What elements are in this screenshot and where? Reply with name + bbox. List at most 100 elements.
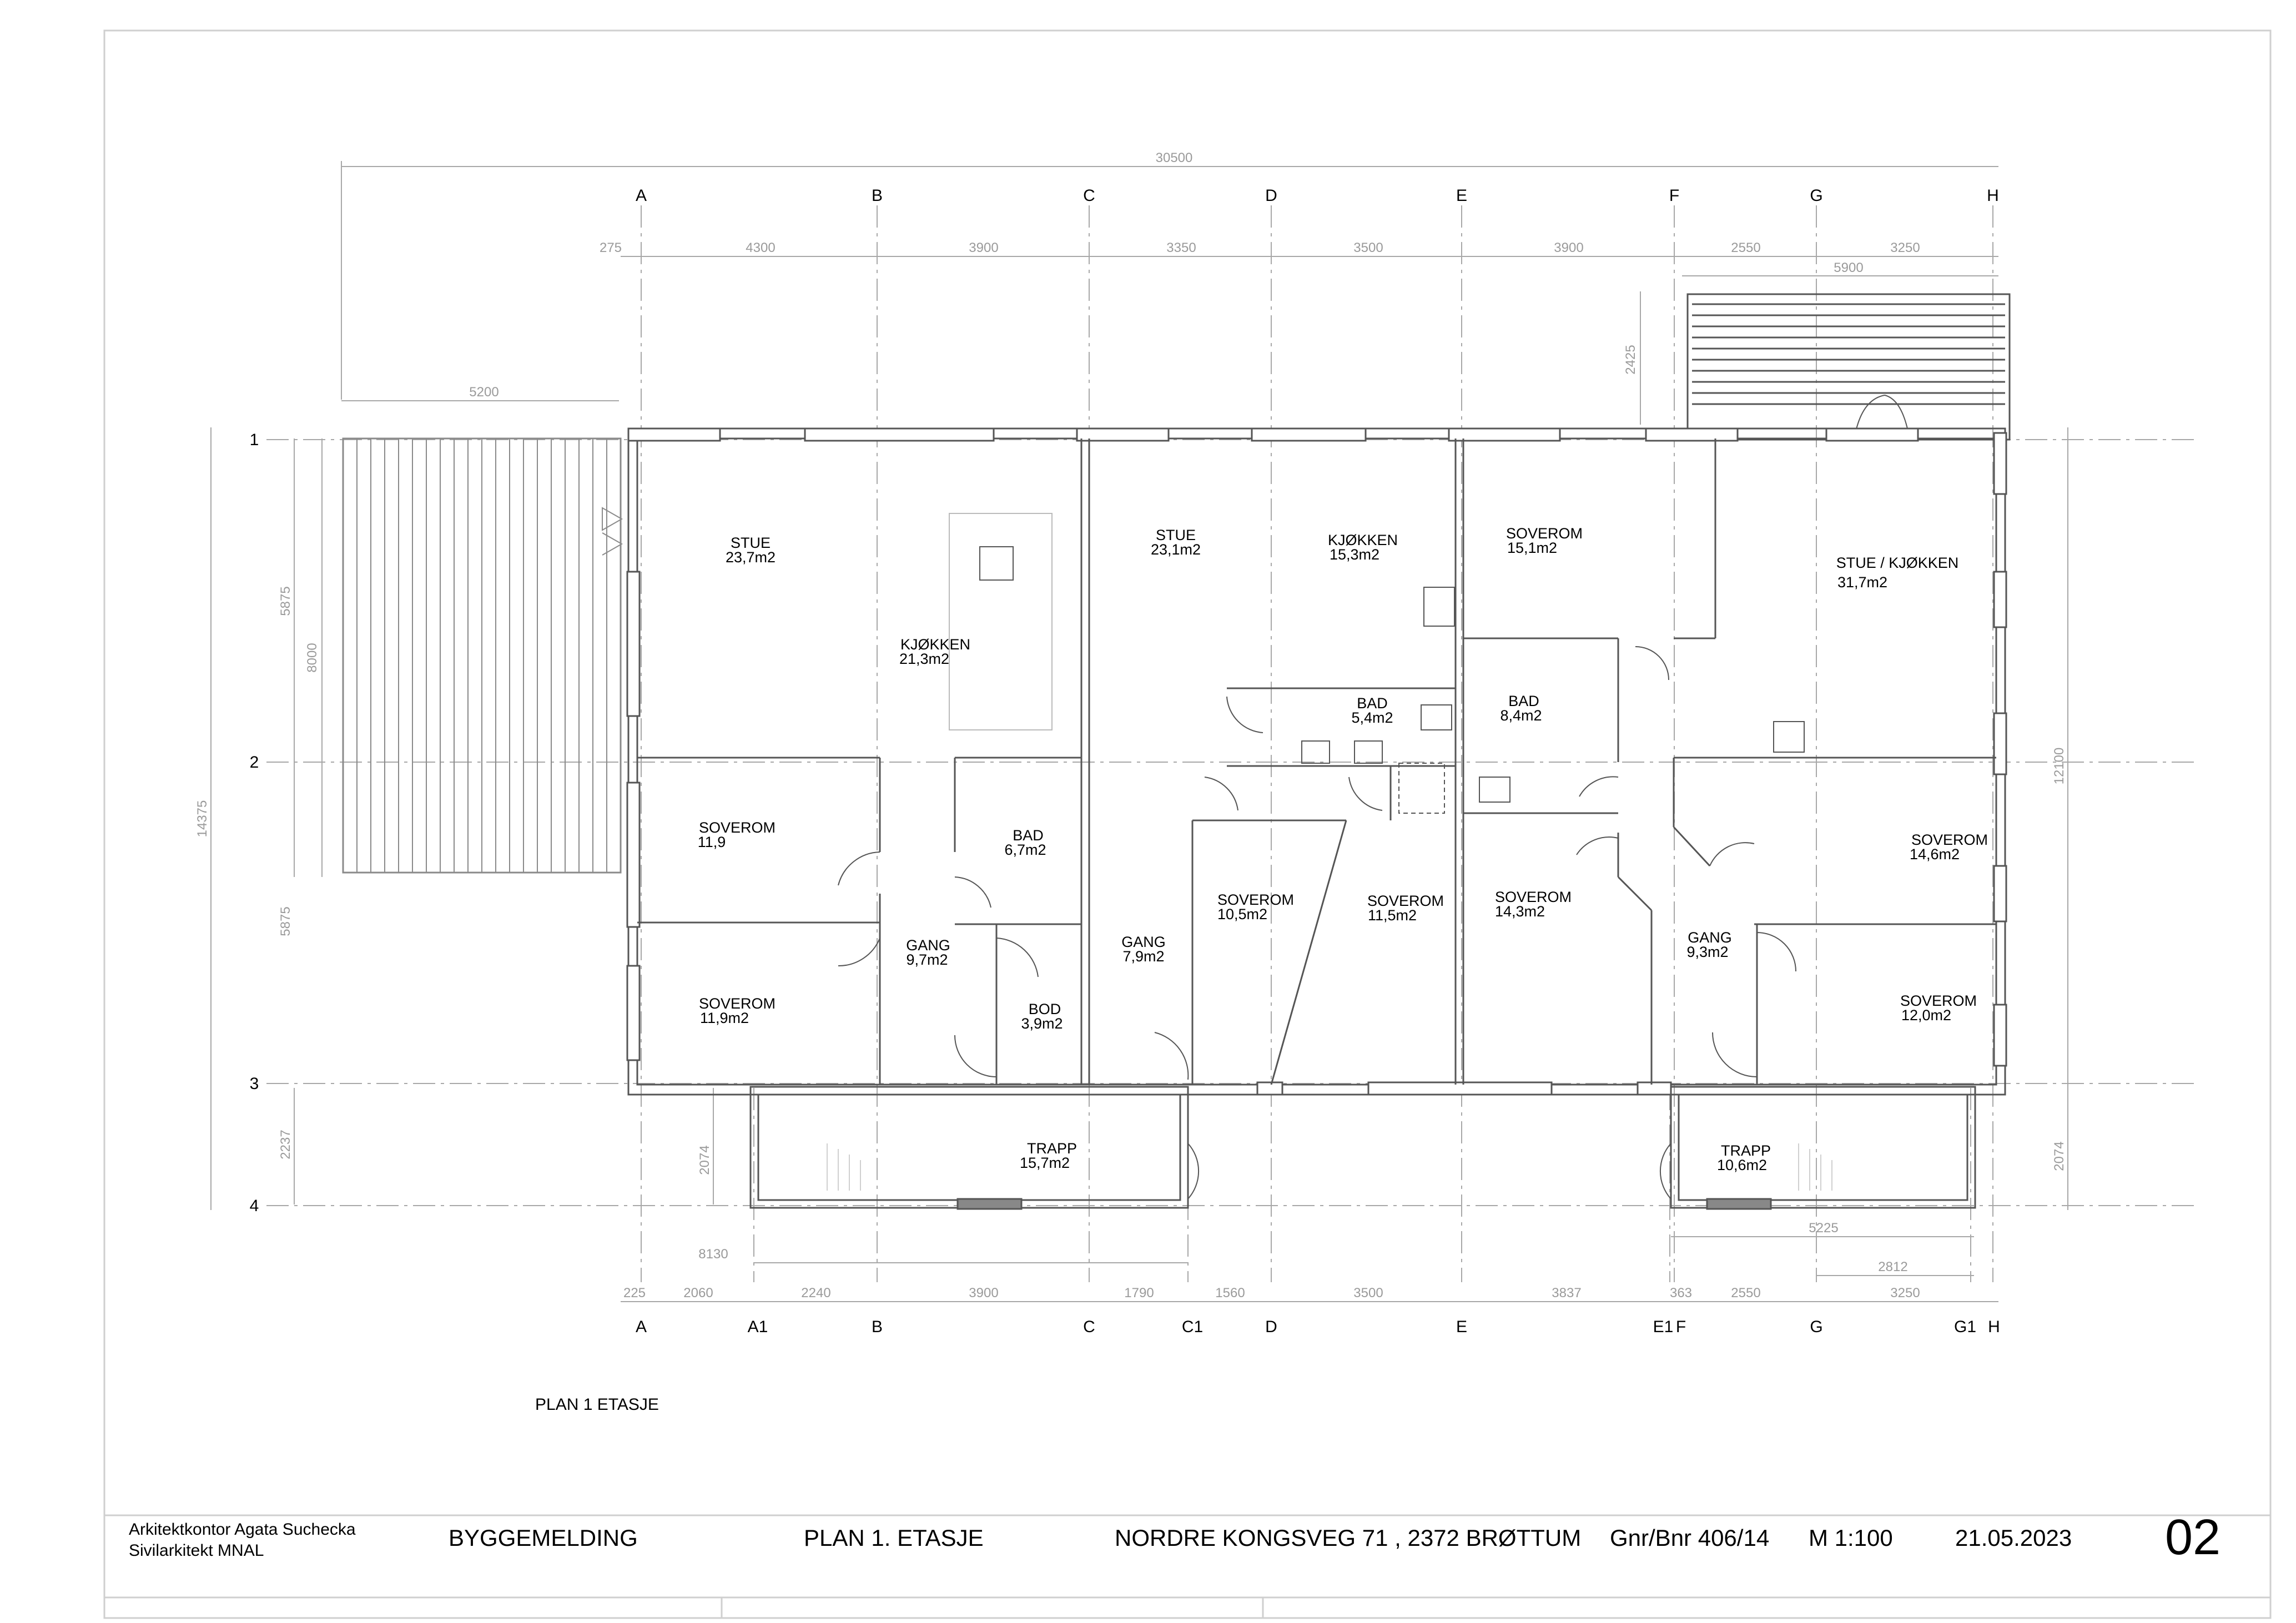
room-name: BAD xyxy=(1508,693,1539,709)
building-walls xyxy=(626,427,2007,1096)
axis-label-bottom: F xyxy=(1676,1318,1686,1336)
axis-labels-rows: 1 2 3 4 xyxy=(250,431,259,1215)
dim-terrace-depth: 2425 xyxy=(1623,345,1638,374)
drawing-name: PLAN 1. ETASJE xyxy=(804,1525,984,1551)
room-name: GANG xyxy=(1688,929,1732,946)
room-area: 5,4m2 xyxy=(1351,709,1393,726)
room-area: 7,9m2 xyxy=(1122,948,1164,965)
room-name: BAD xyxy=(1357,695,1388,712)
dim-left-total: 14375 xyxy=(195,800,210,838)
dim-terrace-width: 5900 xyxy=(1834,260,1863,275)
room-area: 3,9m2 xyxy=(1021,1015,1063,1032)
wooden-deck xyxy=(342,437,623,874)
dim-deck-width: 5200 xyxy=(469,385,499,400)
dim-top: 2550 xyxy=(1731,240,1760,255)
room-area: 15,1m2 xyxy=(1507,540,1557,556)
axis-label-bottom: E1 xyxy=(1653,1318,1674,1336)
dim-top: 3900 xyxy=(969,240,998,255)
terrace-top-right xyxy=(1686,293,2011,441)
axis-label-row: 1 xyxy=(250,431,259,449)
dim-bottom: 3837 xyxy=(1552,1286,1581,1301)
room-area: 14,3m2 xyxy=(1495,903,1545,920)
office-title: Sivilarkitekt MNAL xyxy=(129,1541,264,1560)
axis-labels-bottom: A A1 B C C1 D E E1 F G G1 H xyxy=(636,1318,2000,1336)
dim-left-a: 5875 xyxy=(278,586,293,616)
room-name: KJØKKEN xyxy=(900,636,970,653)
room-name: GANG xyxy=(906,937,950,954)
room-area: 21,3m2 xyxy=(899,651,949,667)
project-address: NORDRE KONGSVEG 71 , 2372 BRØTTUM xyxy=(1115,1525,1581,1551)
dim-top: 275 xyxy=(600,240,622,255)
room-area: 6,7m2 xyxy=(1004,841,1046,858)
dim-bottom: 363 xyxy=(1670,1286,1692,1301)
dim-bottom: 2060 xyxy=(683,1286,713,1301)
dim-bottom: 1790 xyxy=(1124,1286,1154,1301)
dim-stair-left: 8130 xyxy=(698,1247,728,1262)
dim-right-total: 12100 xyxy=(2052,748,2067,785)
room-name: SOVEROM xyxy=(1495,889,1572,905)
axis-label-bottom: A1 xyxy=(748,1318,768,1336)
room-name: STUE xyxy=(1156,527,1196,543)
room-area: 31,7m2 xyxy=(1837,574,1887,591)
stair-annexes xyxy=(749,1086,1976,1210)
room-name: STUE / KJØKKEN xyxy=(1836,555,1959,571)
dim-stair-right: 5225 xyxy=(1809,1221,1838,1236)
drawing-scale: M 1:100 xyxy=(1809,1525,1893,1551)
room-area: 9,7m2 xyxy=(906,951,948,968)
room: STUE / KJØKKEN 31,7m2 xyxy=(1836,555,1959,591)
room-area: 11,9m2 xyxy=(700,1010,749,1026)
axis-label-bottom: C1 xyxy=(1182,1318,1203,1336)
axis-label-bottom: A xyxy=(636,1318,647,1336)
axis-label-top: H xyxy=(1987,187,1999,205)
room-area: 14,6m2 xyxy=(1910,846,1960,863)
room-name: STUE xyxy=(731,535,771,551)
dim-left-c: 5875 xyxy=(278,906,293,936)
room-area: 15,3m2 xyxy=(1330,546,1379,563)
room-name: SOVEROM xyxy=(699,995,776,1012)
room-area: 15,7m2 xyxy=(1020,1155,1070,1171)
room-area: 11,5m2 xyxy=(1368,907,1417,924)
room-area: 9,3m2 xyxy=(1686,944,1728,960)
grid-lines xyxy=(266,205,2198,1282)
axis-label-top: F xyxy=(1669,187,1679,205)
axis-label-bottom: D xyxy=(1265,1318,1277,1336)
room-area: 10,5m2 xyxy=(1217,906,1267,923)
axis-label-top: G xyxy=(1810,187,1822,205)
dim-bottom: 3250 xyxy=(1890,1286,1920,1301)
dim-overall: 30500 xyxy=(1156,150,1193,165)
dim-top: 3250 xyxy=(1890,240,1920,255)
dim-top: 4300 xyxy=(746,240,775,255)
dim-top: 3900 xyxy=(1554,240,1583,255)
axis-label-bottom: B xyxy=(872,1318,883,1336)
room-name: SOVEROM xyxy=(1900,992,1977,1009)
dim-left-d: 2237 xyxy=(278,1130,293,1159)
room-name: SOVEROM xyxy=(1217,891,1294,908)
room-area: 10,6m2 xyxy=(1717,1157,1767,1173)
axis-label-row: 3 xyxy=(250,1075,259,1093)
dim-top: 3500 xyxy=(1353,240,1383,255)
room-name: SOVEROM xyxy=(699,819,776,836)
room-area: 23,1m2 xyxy=(1151,541,1201,558)
axis-label-top: A xyxy=(636,187,647,205)
axis-labels-top: A B C D E F G H xyxy=(636,187,1999,205)
room-area: 11,9 xyxy=(698,834,726,850)
room-name: BOD xyxy=(1029,1001,1061,1017)
dim-bottom: 3900 xyxy=(969,1286,998,1301)
room-name: SOVEROM xyxy=(1367,893,1444,909)
sheet-number: 02 xyxy=(2165,1510,2221,1565)
axis-label-row: 2 xyxy=(250,753,259,772)
